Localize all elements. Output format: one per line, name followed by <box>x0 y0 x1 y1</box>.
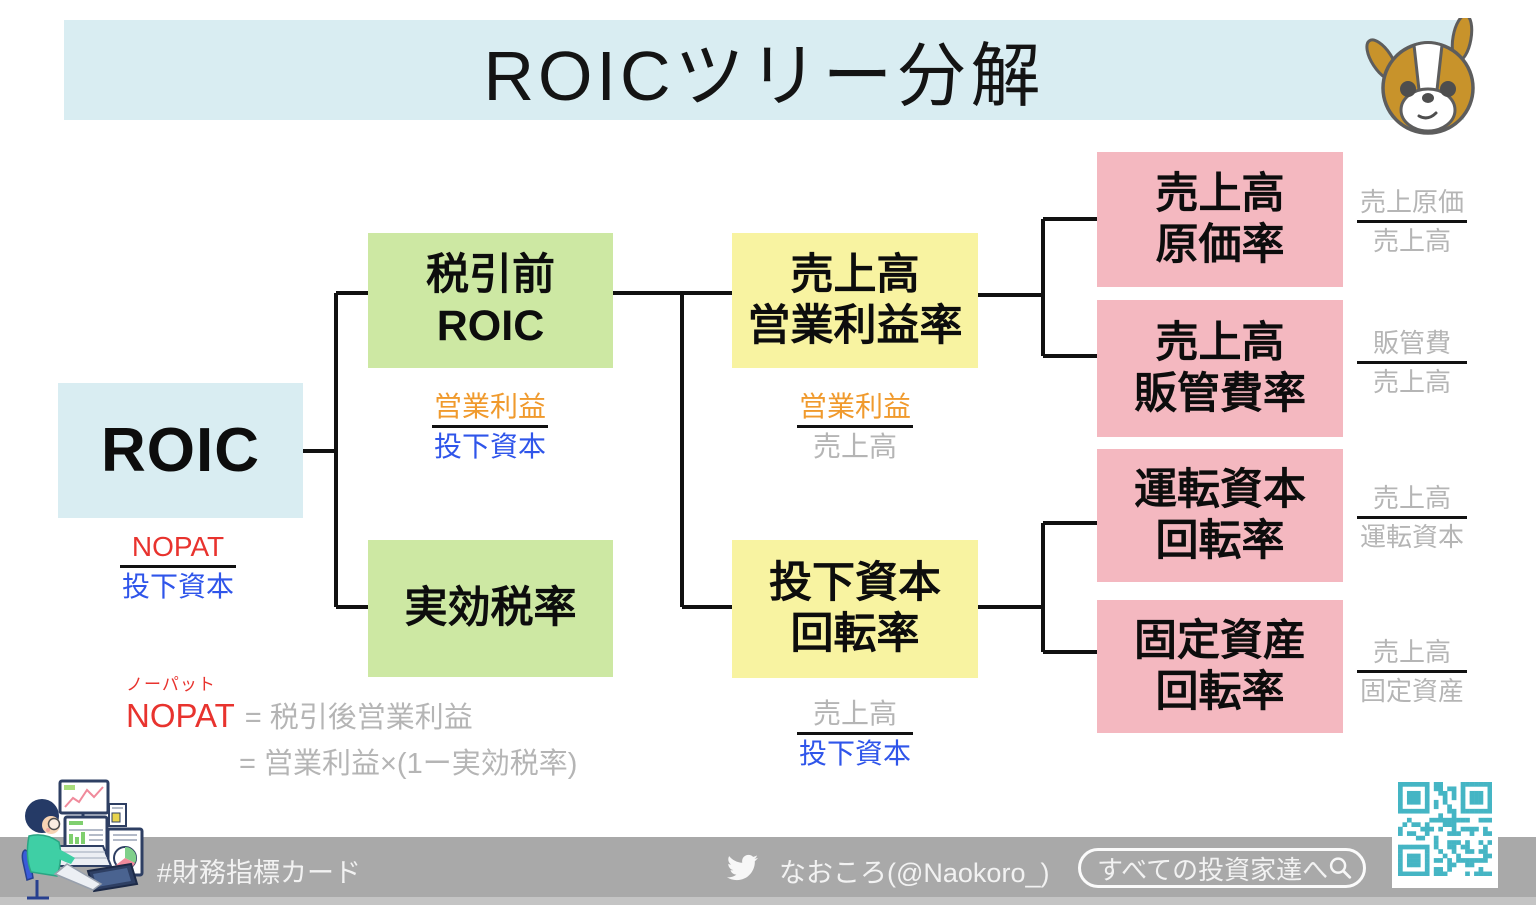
formula-fixed-asset-turnover: 売上高 固定資産 <box>1337 637 1487 706</box>
page-title: ROICツリー分解 <box>483 36 1045 115</box>
formula-denominator: 運転資本 <box>1359 522 1464 552</box>
author-handle: なおころ(@Naokoro_) <box>779 858 1050 888</box>
formula-numerator: 販管費 <box>1372 328 1451 358</box>
nopat-term: NOPAT <box>126 697 235 734</box>
fraction-bar <box>797 425 913 428</box>
formula-operating-margin: 営業利益 売上高 <box>775 391 935 462</box>
nopat-note: ノーパット NOPAT = 税引後営業利益 = 営業利益×(1ー実効税率) <box>126 676 577 782</box>
fraction-bar <box>120 565 236 568</box>
formula-numerator: 営業利益 <box>433 391 546 422</box>
formula-denominator: 固定資産 <box>1359 676 1464 706</box>
formula-roic: NOPAT 投下資本 <box>98 531 258 602</box>
box-invested-capital-turnover: 投下資本 回転率 <box>732 540 978 678</box>
fraction-bar <box>1357 220 1467 223</box>
search-pill-text: すべての投資家達へ <box>1097 854 1329 885</box>
box-effective-tax-rate: 実効税率 <box>368 540 613 677</box>
footer-edge <box>0 897 1536 905</box>
nopat-definition-1: = 税引後営業利益 <box>244 702 473 734</box>
fraction-bar <box>1357 670 1467 673</box>
box-pretax-roic: 税引前 ROIC <box>368 233 613 368</box>
formula-sga-ratio: 販管費 売上高 <box>1337 328 1487 397</box>
hashtag-label: #財務指標カード <box>157 858 362 888</box>
formula-numerator: 営業利益 <box>798 391 911 422</box>
formula-pretax-roic: 営業利益 投下資本 <box>410 391 570 462</box>
formula-numerator: 売上高 <box>1372 483 1451 513</box>
formula-numerator: 売上高 <box>812 698 897 729</box>
formula-denominator: 売上高 <box>1372 367 1451 397</box>
formula-denominator: 投下資本 <box>433 431 546 462</box>
box-fixed-asset-turnover: 固定資産 回転率 <box>1097 600 1343 733</box>
fraction-bar <box>432 425 548 428</box>
formula-denominator: 売上高 <box>812 431 897 462</box>
box-roic: ROIC <box>58 383 303 518</box>
formula-working-capital-turnover: 売上高 運転資本 <box>1337 483 1487 552</box>
formula-numerator: NOPAT <box>131 531 225 562</box>
fraction-bar <box>1357 361 1467 364</box>
box-operating-margin: 売上高 営業利益率 <box>732 233 978 368</box>
formula-denominator: 投下資本 <box>798 738 911 769</box>
twitter-bird-icon <box>727 854 758 881</box>
title-banner: ROICツリー分解 <box>64 20 1464 120</box>
box-working-capital-turnover: 運転資本 回転率 <box>1097 449 1343 582</box>
dog-face-icon <box>1365 18 1475 135</box>
formula-denominator: 投下資本 <box>121 571 234 602</box>
formula-cogs-ratio: 売上原価 売上高 <box>1337 187 1487 256</box>
formula-denominator: 売上高 <box>1372 226 1451 256</box>
search-pill: すべての投資家達へ <box>1078 848 1366 888</box>
formula-numerator: 売上高 <box>1372 637 1451 667</box>
nopat-ruby: ノーパット <box>126 675 216 694</box>
box-cogs-ratio: 売上高 原価率 <box>1097 152 1343 287</box>
person-at-desk-illustration <box>21 779 144 900</box>
fraction-bar <box>797 732 913 735</box>
fraction-bar <box>1357 516 1467 519</box>
formula-numerator: 売上原価 <box>1359 187 1464 217</box>
box-sga-ratio: 売上高 販管費率 <box>1097 300 1343 437</box>
nopat-definition-2: = 営業利益×(1ー実効税率) <box>239 748 578 780</box>
formula-invested-capital-turnover: 売上高 投下資本 <box>775 698 935 769</box>
qr-code <box>1392 769 1498 888</box>
magnifier-icon <box>1330 857 1352 879</box>
